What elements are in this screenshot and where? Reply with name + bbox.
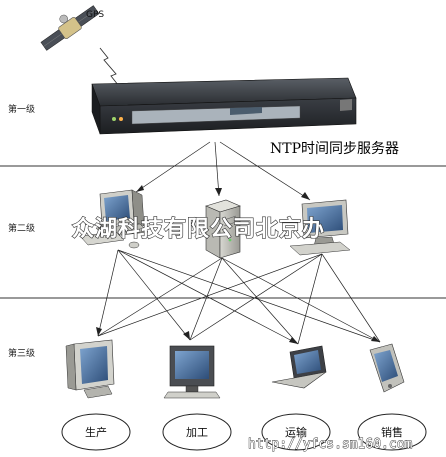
tier2-tier3-links <box>96 249 381 345</box>
desktop-pc-icon <box>79 189 149 249</box>
bottom-node-sales: 销售 <box>357 413 427 451</box>
gps-label: GPS <box>86 10 104 20</box>
tier-label-3: 第三级 <box>8 347 35 359</box>
gps-satellite-icon <box>40 5 100 51</box>
handheld-device-icon <box>369 343 405 393</box>
monitor-icon <box>65 339 115 399</box>
bottom-node-processing: 加工 <box>162 413 232 451</box>
tier-label-1: 第一级 <box>8 103 35 115</box>
laptop-icon <box>271 345 327 389</box>
url-watermark: http://yfcs.sm160.com <box>248 437 413 452</box>
terminal-icon <box>163 345 221 399</box>
bottom-node-label: 销售 <box>381 425 403 439</box>
workstation-icon <box>289 199 351 256</box>
bottom-node-production: 生产 <box>61 413 131 451</box>
tier1-tier2-links <box>135 141 311 201</box>
bottom-node-label: 运输 <box>285 425 307 439</box>
bottom-node-label: 加工 <box>186 426 208 439</box>
tower-server-icon <box>205 199 241 259</box>
bottom-node-label: 生产 <box>85 425 107 439</box>
ntp-server-rack-icon <box>91 77 357 135</box>
tier-label-2: 第二级 <box>8 222 35 234</box>
bottom-node-transport: 运输 <box>261 413 331 451</box>
ntp-server-label: NTP时间同步服务器 <box>270 141 399 157</box>
signal-bolt-icon <box>99 47 123 91</box>
company-watermark: 众湖科技有限公司北京办 <box>72 216 325 242</box>
